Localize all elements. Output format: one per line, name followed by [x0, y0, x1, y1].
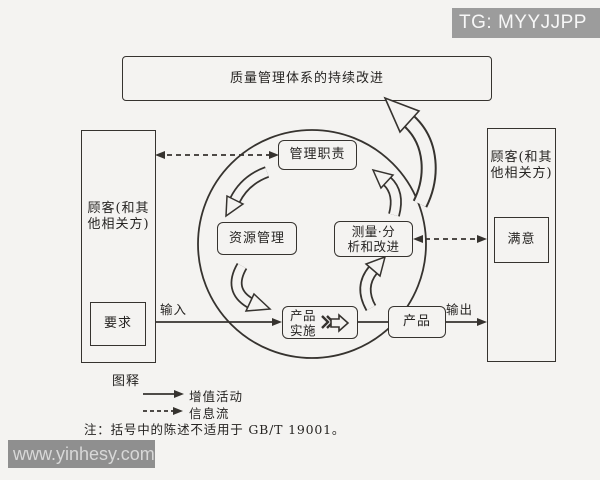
management-responsibility-box: 管理职责 [278, 140, 357, 170]
product-label: 产品 [402, 314, 431, 329]
process-cycle-circle [197, 129, 427, 359]
cycle-arrow-measurement-to-management-icon [371, 168, 402, 217]
legend-title: 图释 [112, 374, 141, 389]
legend-solid-arrow-icon [143, 390, 184, 398]
product-realization-label-line2: 实施 [289, 322, 316, 338]
cycle-arrow-resources-to-realization-icon [230, 262, 272, 312]
requirements-label: 要求 [103, 316, 132, 331]
legend-info-flow-label: 信息流 [189, 406, 230, 421]
product-realization-box: 产品 实施 [282, 306, 358, 339]
left-customer-label-line2: 他相关方) [87, 217, 150, 232]
measurement-analysis-improvement-box: 测量·分 析和改进 [334, 221, 413, 257]
input-label: 输入 [160, 302, 188, 317]
output-arrow-icon [446, 318, 487, 326]
output-label: 输出 [446, 302, 474, 317]
right-customer-label-line1: 顾客(和其 [490, 150, 553, 165]
info-flow-left-dashed-arrow-icon [155, 151, 279, 159]
banner-label: 质量管理体系的持续改进 [229, 70, 384, 86]
bottom-left-watermark: www.yinhesy.com [8, 440, 155, 468]
bottom-left-watermark-text: www.yinhesy.com [13, 443, 155, 464]
product-realization-label-line1: 产品 [289, 307, 316, 323]
product-box: 产品 [388, 306, 446, 338]
satisfaction-label: 满意 [507, 232, 536, 247]
management-responsibility-label: 管理职责 [289, 147, 346, 162]
cycle-arrow-realization-to-measurement-icon [359, 255, 387, 311]
product-realization-arrow-icon [321, 312, 350, 333]
resource-management-box: 资源管理 [217, 222, 297, 255]
input-arrow-icon [146, 318, 282, 326]
satisfaction-box: 满意 [494, 217, 549, 263]
requirements-box: 要求 [90, 302, 146, 346]
continual-improvement-banner: 质量管理体系的持续改进 [122, 56, 492, 101]
info-flow-right-dashed-arrow-icon [413, 235, 487, 243]
top-right-watermark-text: TG: MYYJJPP [459, 12, 587, 33]
cycle-arrow-management-to-resources-icon [225, 166, 270, 218]
measurement-label-line2: 析和改进 [347, 239, 400, 254]
resource-management-label: 资源管理 [228, 230, 285, 246]
legend-value-add-label: 增值活动 [189, 389, 244, 404]
measurement-label-line1: 测量·分 [351, 224, 396, 239]
top-right-watermark: TG: MYYJJPP [452, 8, 600, 38]
left-customer-label-line1: 顾客(和其 [87, 201, 150, 216]
right-customer-label-line2: 他相关方) [490, 166, 553, 181]
legend-dashed-arrow-icon [143, 407, 183, 415]
footnote: 注：括号中的陈述不适用于 GB/T 19001。 [84, 422, 346, 437]
